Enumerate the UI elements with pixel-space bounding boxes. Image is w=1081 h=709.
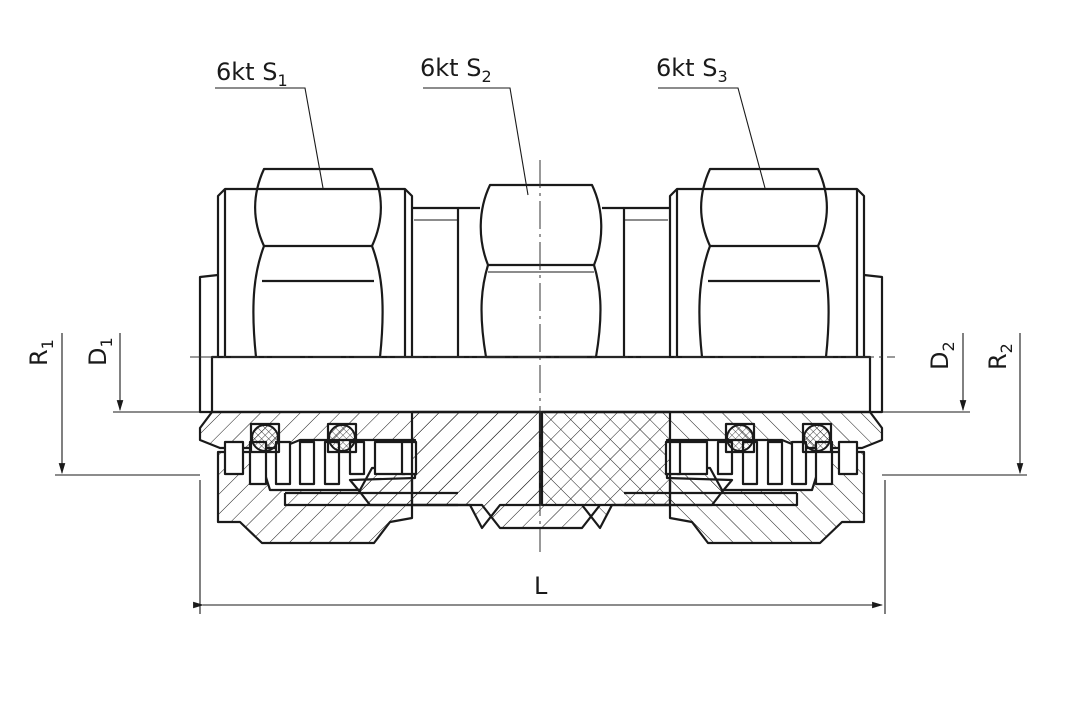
dim-label-r1: R1 [25,339,57,366]
pipe-bore [210,355,872,414]
dimensions [55,333,1027,614]
dim-label-r2: R2 [984,343,1016,370]
nut-middle [410,183,672,530]
hex-label-s3: 6kt S3 [656,54,728,86]
dim-label-d2: D2 [926,341,958,370]
hex-label-s2: 6kt S2 [420,54,492,86]
hex-leaders [215,87,766,196]
hex-label-s1: 6kt S1 [216,58,288,90]
dim-label-d1: D1 [84,337,116,366]
dim-label-length: L [534,572,548,600]
